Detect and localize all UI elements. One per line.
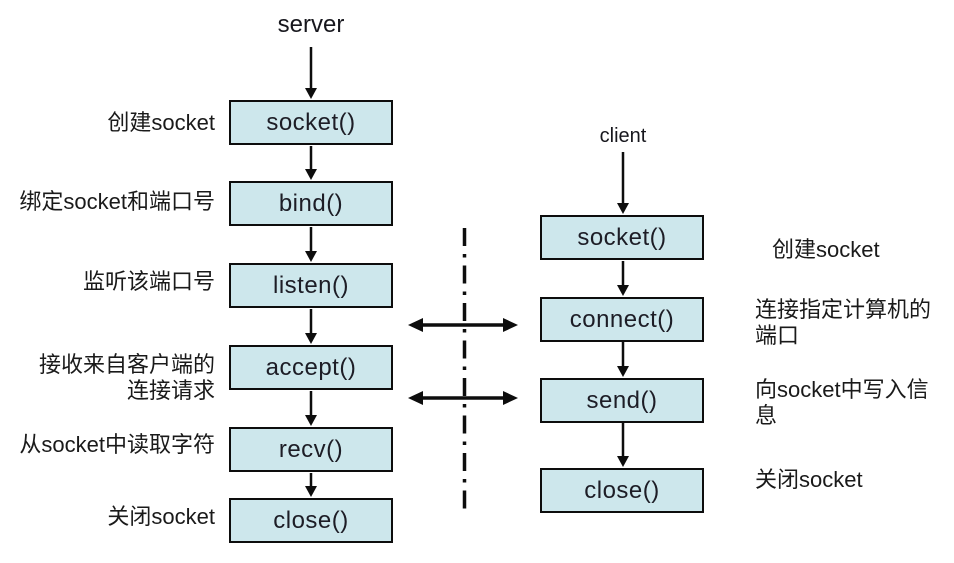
handshake-arrow-top: [408, 318, 518, 332]
server-step-listen: listen(): [229, 263, 393, 308]
server-annotation-accept-request: 接收来自客户端的 连接请求: [38, 352, 215, 403]
server-step-recv: recv(): [229, 427, 393, 472]
client-title-arrow: [617, 152, 629, 214]
server-annotation-read-socket: 从socket中读取字符: [19, 432, 215, 457]
client-arrow-connect-send: [617, 342, 629, 377]
handshake-arrow-bottom: [408, 391, 518, 405]
server-arrow-bind-listen: [305, 227, 317, 262]
server-step-close: close(): [229, 498, 393, 543]
server-arrow-accept-recv: [305, 391, 317, 426]
client-arrow-send-close: [617, 423, 629, 467]
server-annotation-bind-port: 绑定socket和端口号: [19, 189, 215, 214]
server-annotation-listen-port: 监听该端口号: [82, 269, 215, 294]
server-step-socket: socket(): [229, 100, 393, 145]
server-step-accept: accept(): [229, 345, 393, 390]
client-annotation-connect-port: 连接指定计算机的 端口: [755, 297, 932, 348]
client-annotation-close-socket: 关闭socket: [755, 467, 863, 492]
server-title-arrow: [305, 47, 317, 99]
client-annotation-write-socket: 向socket中写入信 息: [755, 377, 929, 428]
client-arrow-socket-connect: [617, 261, 629, 296]
server-annotation-close-socket: 关闭socket: [107, 504, 215, 529]
server-arrow-socket-bind: [305, 146, 317, 180]
server-arrow-recv-close: [305, 473, 317, 497]
client-step-close: close(): [540, 468, 704, 513]
server-annotation-create-socket: 创建socket: [107, 110, 215, 135]
client-step-connect: connect(): [540, 297, 704, 342]
server-step-bind: bind(): [229, 181, 393, 226]
client-annotation-create-socket: 创建socket: [772, 237, 880, 262]
client-step-send: send(): [540, 378, 704, 423]
server-arrow-listen-accept: [305, 309, 317, 344]
client-column-title: client: [599, 125, 647, 147]
server-column-title: server: [277, 11, 345, 38]
client-step-socket: socket(): [540, 215, 704, 260]
